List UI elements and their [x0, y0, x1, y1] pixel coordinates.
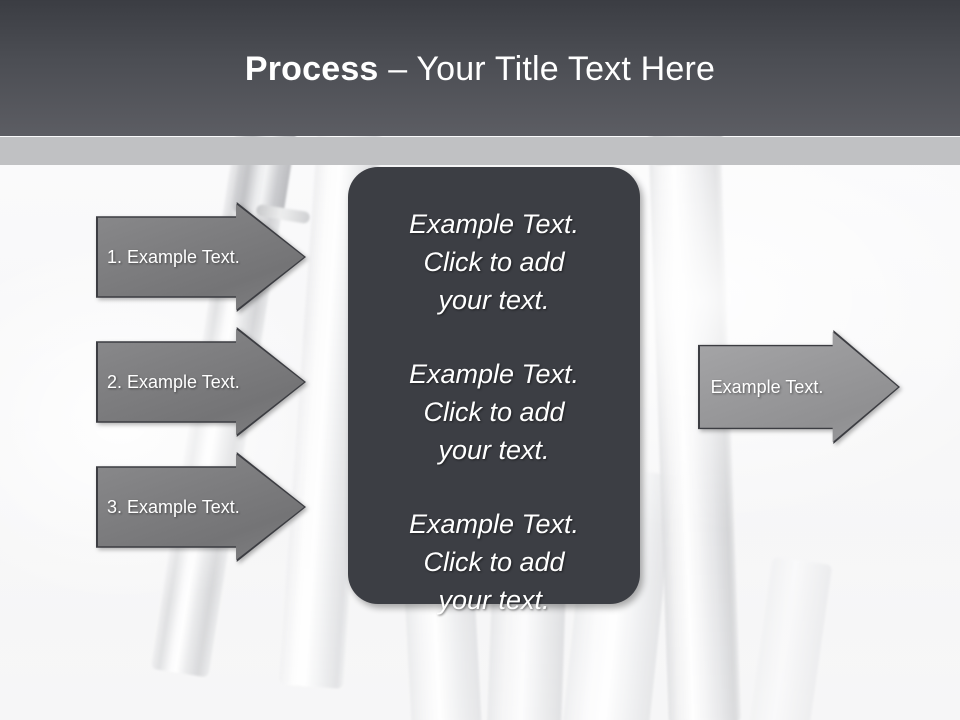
header-accent-band	[0, 137, 960, 165]
page-title-bold: Process	[244, 50, 379, 88]
input-arrow-1-label: 1. Example Text.	[107, 247, 240, 267]
center-process-panel[interactable]: Example Text. Click to add your text. Ex…	[348, 167, 640, 615]
header-bar: Process – Your Title Text Here	[0, 0, 960, 136]
input-arrow-2-label: 2. Example Text.	[107, 372, 240, 392]
input-arrow-1[interactable]: 1. Example Text.	[96, 202, 306, 312]
page-title: Process – Your Title Text Here	[0, 47, 960, 91]
output-arrow-label: Example Text.	[710, 377, 824, 397]
center-panel-text-2: Example Text. Click to add your text.	[408, 359, 580, 465]
input-arrow-3[interactable]: 3. Example Text.	[96, 452, 306, 562]
page-title-rest: – Your Title Text Here	[378, 50, 716, 88]
center-panel-text-3: Example Text. Click to add your text.	[408, 509, 580, 615]
center-panel-text-1: Example Text. Click to add your text.	[408, 209, 580, 315]
output-arrow[interactable]: Example Text.	[698, 330, 900, 444]
input-arrow-3-label: 3. Example Text.	[107, 497, 240, 517]
input-arrow-2[interactable]: 2. Example Text.	[96, 327, 306, 437]
